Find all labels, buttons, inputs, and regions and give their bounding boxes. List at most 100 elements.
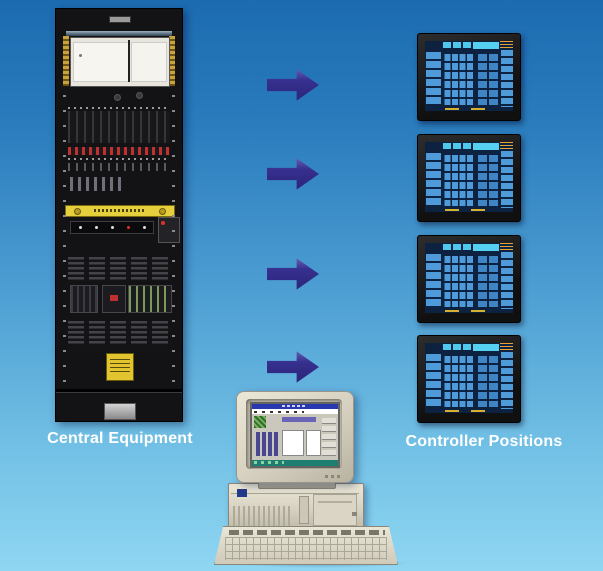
bottom-label [445, 310, 459, 312]
central-equipment-rack [55, 8, 183, 422]
bottom-label [445, 108, 459, 110]
topbar-button [453, 42, 461, 48]
flow-arrow-3 [267, 258, 319, 290]
rack-base-plate [104, 403, 136, 420]
keyboard [214, 526, 398, 565]
caution-text [94, 209, 146, 212]
bottom-label [471, 209, 485, 211]
app-titlebar [252, 404, 338, 409]
recorder-dot [79, 54, 82, 57]
rack-base-divider [56, 389, 182, 393]
caution-strip [65, 205, 175, 217]
app-purple-strip [282, 417, 316, 422]
key-rows [225, 537, 387, 560]
topbar-readout [473, 244, 499, 251]
topbar-button [463, 244, 471, 250]
mounting-rail-left [63, 36, 69, 86]
button-column-right [501, 352, 513, 409]
topbar-status-text [500, 243, 513, 251]
indicator-lamp [143, 226, 146, 229]
app-menu-items [254, 411, 304, 413]
flow-arrow-2 [267, 158, 319, 190]
display-screen [425, 343, 513, 413]
topbar-readout [473, 42, 499, 49]
function-key-row [229, 530, 385, 535]
button-grid-main [443, 52, 473, 105]
plug-row [70, 177, 126, 191]
topbar-button [453, 344, 461, 350]
bottom-label [471, 310, 485, 312]
button-grid-secondary [476, 52, 498, 105]
panel-knob [136, 92, 143, 99]
switch-module-1 [70, 285, 98, 313]
topbar-readout [473, 344, 499, 351]
label-dash-row [68, 158, 170, 160]
floppy-slot [299, 496, 309, 524]
drive-bay [313, 494, 357, 526]
button-column-left [426, 52, 441, 105]
chart-recorder-panel [70, 37, 170, 87]
flow-arrow-4 [267, 351, 319, 383]
panel-knob [114, 94, 121, 101]
indicator-light-panel [70, 221, 154, 234]
app-button-column [322, 418, 336, 456]
app-status-icons [254, 461, 284, 464]
warning-label-text [110, 359, 130, 375]
display-screen [425, 142, 513, 212]
button-grid-secondary [476, 153, 498, 206]
app-list-box [306, 430, 321, 456]
topbar-status-text [500, 41, 513, 49]
topbar-button [443, 42, 451, 48]
button-column-right [501, 50, 513, 107]
central-equipment-label: Central Equipment [47, 430, 193, 447]
button-column-left [426, 254, 441, 307]
app-menubar [252, 409, 338, 414]
monitor-bezel [246, 399, 342, 469]
topbar-button [453, 143, 461, 149]
button-grid-secondary [476, 354, 498, 407]
indicator-lamp [111, 226, 114, 229]
recorder-card-right [131, 42, 167, 82]
tower-vents [233, 506, 291, 526]
recorder-needle [128, 40, 130, 82]
topbar-readout [473, 143, 499, 150]
aux-module [158, 217, 180, 243]
screw-column-left [63, 95, 66, 395]
topbar-button [463, 344, 471, 350]
bottom-label [471, 410, 485, 412]
controller-display-3 [417, 235, 521, 323]
vent-grid-lower [68, 321, 170, 345]
display-screen [425, 243, 513, 313]
recorder-card-left [73, 42, 129, 82]
flow-arrow-1 [267, 69, 319, 101]
bottom-label [471, 108, 485, 110]
app-list-box [282, 430, 304, 456]
connector-row [68, 163, 170, 171]
controller-display-1 [417, 33, 521, 121]
controller-display-4 [417, 335, 521, 423]
vent-grid-upper [68, 257, 170, 281]
rack-nameplate [109, 16, 131, 23]
button-column-left [426, 354, 441, 407]
bottom-label [445, 410, 459, 412]
power-button [352, 512, 357, 516]
topbar-status-text [500, 343, 513, 351]
button-column-left [426, 153, 441, 206]
monitor-screen [250, 402, 340, 468]
button-grid-secondary [476, 254, 498, 307]
button-grid-main [443, 153, 473, 206]
topbar-button [463, 42, 471, 48]
button-grid-main [443, 254, 473, 307]
label-dash-row [68, 107, 170, 109]
topbar-button [463, 143, 471, 149]
topbar-button [443, 344, 451, 350]
button-grid-main [443, 354, 473, 407]
app-workarea [252, 414, 338, 460]
topbar-status-text [500, 142, 513, 150]
tower-groove [231, 493, 359, 494]
topbar-button [443, 143, 451, 149]
switch-module-2 [102, 285, 126, 313]
tower-brand-emblem [237, 489, 247, 497]
controller-display-2 [417, 134, 521, 222]
